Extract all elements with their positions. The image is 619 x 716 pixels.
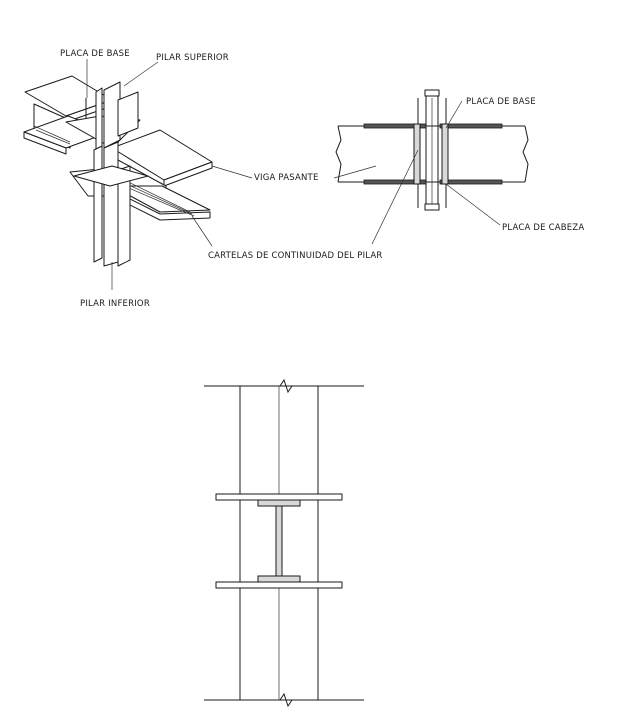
upper-column-plate <box>117 91 139 137</box>
i-section-top-flange <box>257 499 301 507</box>
lower-plate <box>215 581 343 589</box>
i-section-web <box>275 505 283 577</box>
break-mark-top <box>279 378 293 394</box>
elevation-view <box>333 89 529 245</box>
label-cartelas: CARTELAS DE CONTINUIDAD DEL PILAR <box>208 251 383 261</box>
break-mark-bottom <box>279 692 293 708</box>
lower-column <box>93 145 103 263</box>
label-placa-de-base-iso: PLACA DE BASE <box>60 49 130 59</box>
label-pilar-superior: PILAR SUPERIOR <box>156 53 229 63</box>
i-section-bottom-flange <box>257 575 301 583</box>
break-mark-left <box>335 125 342 183</box>
label-viga-pasante: VIGA PASANTE <box>254 173 319 183</box>
label-placa-de-cabeza: PLACA DE CABEZA <box>502 223 584 233</box>
break-mark-right <box>522 125 529 183</box>
label-pilar-inferior: PILAR INFERIOR <box>80 299 150 309</box>
head-plate-elev <box>413 123 421 185</box>
upper-plate <box>215 493 343 501</box>
column-elevation-view <box>204 378 364 708</box>
base-plate-iso <box>73 165 149 187</box>
isometric-view <box>23 59 253 290</box>
upper-column <box>95 87 103 151</box>
label-placa-de-base-elev: PLACA DE BASE <box>466 97 536 107</box>
